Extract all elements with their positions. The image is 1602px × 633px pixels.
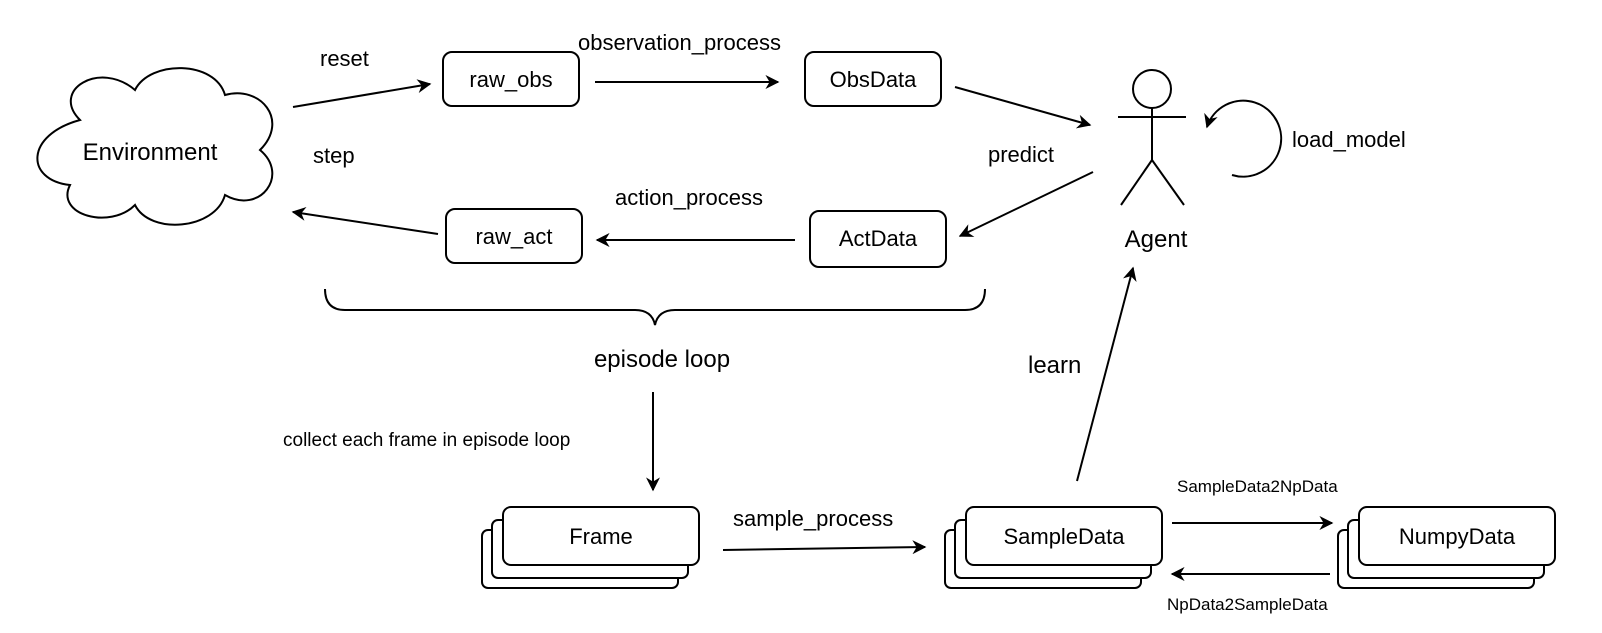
collect-label: collect each frame in episode loop <box>283 430 570 451</box>
raw-act-node: raw_act <box>445 208 583 264</box>
sample-process-arrow <box>722 540 927 555</box>
environment-cloud-shape <box>36 67 274 226</box>
sample-data-node: SampleData <box>944 506 1163 589</box>
predict-label: predict <box>988 142 1054 167</box>
sample-to-np-edge: SampleData2NpData <box>1172 477 1338 530</box>
sample-data-stack-front <box>965 506 1163 566</box>
act-data-box <box>809 210 947 268</box>
reset-edge: reset <box>292 46 432 108</box>
np-to-sample-edge: NpData2SampleData <box>1167 567 1330 614</box>
obs-to-agent-arrow <box>954 86 1092 129</box>
obs-data-box <box>804 51 942 107</box>
raw-act-box <box>445 208 583 264</box>
episode-loop-label: episode loop <box>594 346 730 373</box>
observation-process-label: observation_process <box>578 30 781 55</box>
collect-edge: collect each frame in episode loop <box>283 392 660 492</box>
curly-brace-shape <box>324 288 986 326</box>
learn-edge: learn <box>1028 266 1137 482</box>
frame-node: Frame <box>481 506 700 589</box>
step-arrow <box>291 206 439 235</box>
action-process-label: action_process <box>615 185 763 210</box>
act-data-label: ActData <box>839 226 918 251</box>
raw-obs-label: raw_obs <box>469 67 552 92</box>
step-edge: step <box>291 143 439 235</box>
agent-label: Agent <box>1125 226 1188 253</box>
raw-obs-box <box>442 51 580 107</box>
numpy-data-node: NumpyData <box>1337 506 1556 589</box>
learn-arrow <box>1076 266 1137 482</box>
numpy-data-stack-front <box>1358 506 1556 566</box>
sample-process-edge: sample_process <box>722 506 927 555</box>
predict-arrow <box>958 171 1094 237</box>
raw-act-label: raw_act <box>475 224 552 249</box>
agent-node: Agent <box>1118 69 1188 253</box>
sample-data-label: SampleData <box>1003 524 1125 549</box>
environment-label: Environment <box>83 139 218 166</box>
episode-loop-brace: episode loop <box>324 288 986 373</box>
raw-obs-node: raw_obs <box>442 51 580 107</box>
numpy-data-label: NumpyData <box>1399 524 1516 549</box>
frame-label: Frame <box>569 524 633 549</box>
act-data-node: ActData <box>809 210 947 268</box>
np-to-sample-label: NpData2SampleData <box>1167 595 1328 614</box>
load-model-label: load_model <box>1292 127 1406 152</box>
obs-to-agent-edge <box>954 86 1092 129</box>
obs-data-label: ObsData <box>830 67 918 92</box>
load-model-loop-arrow <box>1204 99 1283 178</box>
obs-data-node: ObsData <box>804 51 942 107</box>
load-model-edge: load_model <box>1204 99 1406 178</box>
environment-node: Environment <box>36 67 274 226</box>
action-process-edge: action_process <box>595 185 795 247</box>
learn-label: learn <box>1028 352 1081 379</box>
reset-arrow <box>292 79 432 108</box>
predict-edge: predict <box>958 142 1094 237</box>
sample-process-label: sample_process <box>733 506 893 531</box>
frame-stack-front <box>502 506 700 566</box>
step-label: step <box>313 143 355 168</box>
observation-process-edge: observation_process <box>578 30 781 89</box>
agent-stick-figure-icon <box>1118 69 1186 206</box>
reset-label: reset <box>320 46 369 71</box>
sample-to-np-label: SampleData2NpData <box>1177 477 1338 496</box>
